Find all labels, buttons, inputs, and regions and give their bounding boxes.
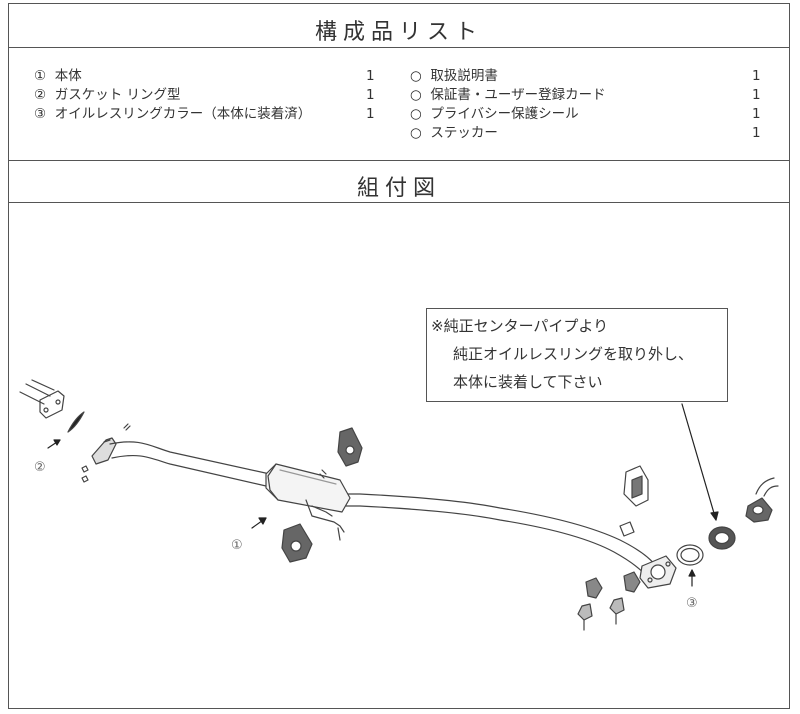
- ring-collar: [708, 526, 736, 550]
- part-name: オイルレスリングカラー（本体に装着済）: [54, 106, 312, 122]
- divider-assembly: [8, 202, 790, 203]
- part-number: ③: [34, 106, 47, 122]
- hanger-rubber-top: [337, 427, 363, 467]
- part-number: ①: [34, 68, 47, 84]
- part-number: ○: [410, 87, 422, 103]
- part-name: ステッカー: [430, 125, 498, 141]
- callout-1: ①: [231, 538, 243, 553]
- part-qty: 1: [366, 87, 375, 103]
- oilless-ring: [676, 544, 704, 566]
- front-pipe-flange: [19, 379, 65, 419]
- parts-list-title: 構成品リスト: [314, 20, 483, 45]
- part-row: ○ ステッカー: [410, 124, 498, 143]
- callout-3: ③: [686, 596, 698, 611]
- part-row: ③ オイルレスリングカラー（本体に装着済）: [34, 105, 311, 124]
- part-row: ○ 取扱説明書: [410, 67, 498, 86]
- note-box: ※純正センターパイプより 純正オイルレスリングを取り外し、 本体に装着して下さい: [426, 308, 728, 402]
- part-qty: 1: [752, 87, 761, 103]
- outlet-flange: [639, 555, 677, 589]
- part-row: ② ガスケット リング型: [34, 86, 181, 105]
- spring-bolts: [577, 571, 641, 631]
- part-qty: 1: [752, 125, 761, 141]
- note-line: 純正オイルレスリングを取り外し、: [453, 345, 694, 363]
- part-qty: 1: [366, 68, 375, 84]
- hanger-rubber-middle: [281, 523, 313, 563]
- hanger-rubber-right: [623, 465, 649, 507]
- note-line: 本体に装着して下さい: [453, 373, 603, 391]
- arrows: [47, 403, 719, 587]
- main-pipe-front: [109, 441, 271, 487]
- part-name: 本体: [54, 68, 82, 84]
- part-qty: 1: [366, 106, 375, 122]
- main-pipe-rear: [345, 493, 657, 579]
- part-row: ○ プライバシー保護シール: [410, 105, 579, 124]
- inlet-bolts: [81, 423, 131, 483]
- part-qty: 1: [752, 68, 761, 84]
- part-row: ① 本体: [34, 67, 82, 86]
- part-number: ○: [410, 68, 422, 84]
- divider-middle: [8, 160, 790, 161]
- part-row: ○ 保証書・ユーザー登録カード: [410, 86, 606, 105]
- gasket-ring: [67, 411, 85, 433]
- assembly-title: 組付図: [356, 176, 441, 201]
- muffler-body: [265, 463, 351, 541]
- note-line: ※純正センターパイプより: [431, 317, 609, 335]
- divider-top: [8, 47, 790, 48]
- part-number: ②: [34, 87, 47, 103]
- part-number: ○: [410, 125, 422, 141]
- part-name: 保証書・ユーザー登録カード: [430, 87, 606, 103]
- callout-2: ②: [34, 460, 46, 475]
- part-name: 取扱説明書: [430, 68, 498, 84]
- part-number: ○: [410, 106, 422, 122]
- outer-frame: [8, 3, 790, 709]
- inlet-flange: [91, 437, 117, 465]
- part-name: プライバシー保護シール: [430, 106, 579, 122]
- part-qty: 1: [752, 106, 761, 122]
- part-name: ガスケット リング型: [54, 87, 181, 103]
- center-pipe-end: [745, 477, 779, 523]
